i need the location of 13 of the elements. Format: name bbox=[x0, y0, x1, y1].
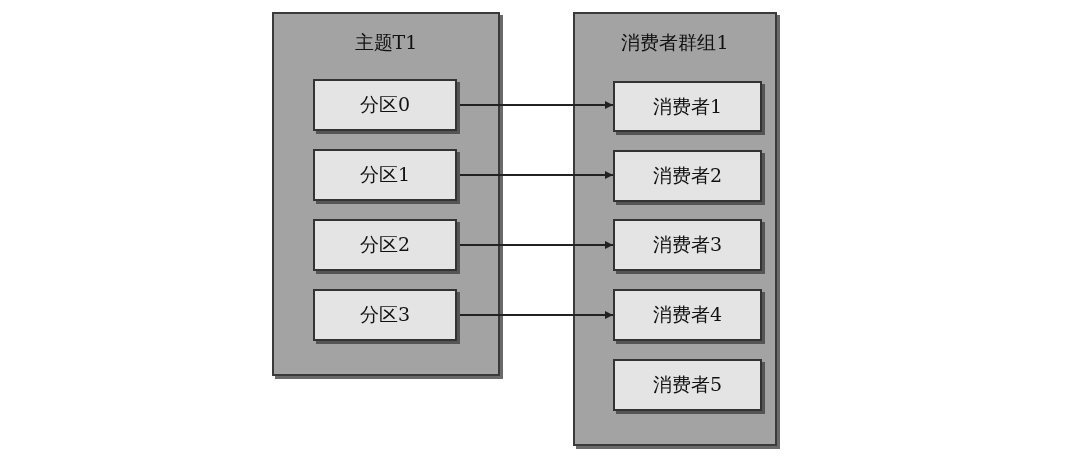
item-box: 分区1 bbox=[313, 149, 457, 201]
item-box: 消费者4 bbox=[613, 289, 762, 341]
item-box: 分区2 bbox=[313, 219, 457, 271]
item-box: 消费者3 bbox=[613, 219, 762, 271]
panel-title: 主题T1 bbox=[354, 30, 418, 55]
group-panel bbox=[272, 12, 500, 376]
panel-title: 消费者群组1 bbox=[621, 30, 729, 55]
item-box: 消费者5 bbox=[613, 359, 762, 411]
item-box: 消费者2 bbox=[613, 150, 762, 202]
group-panel bbox=[573, 12, 777, 446]
item-box: 消费者1 bbox=[613, 81, 762, 132]
item-box: 分区0 bbox=[313, 79, 457, 131]
item-box: 分区3 bbox=[313, 289, 457, 341]
